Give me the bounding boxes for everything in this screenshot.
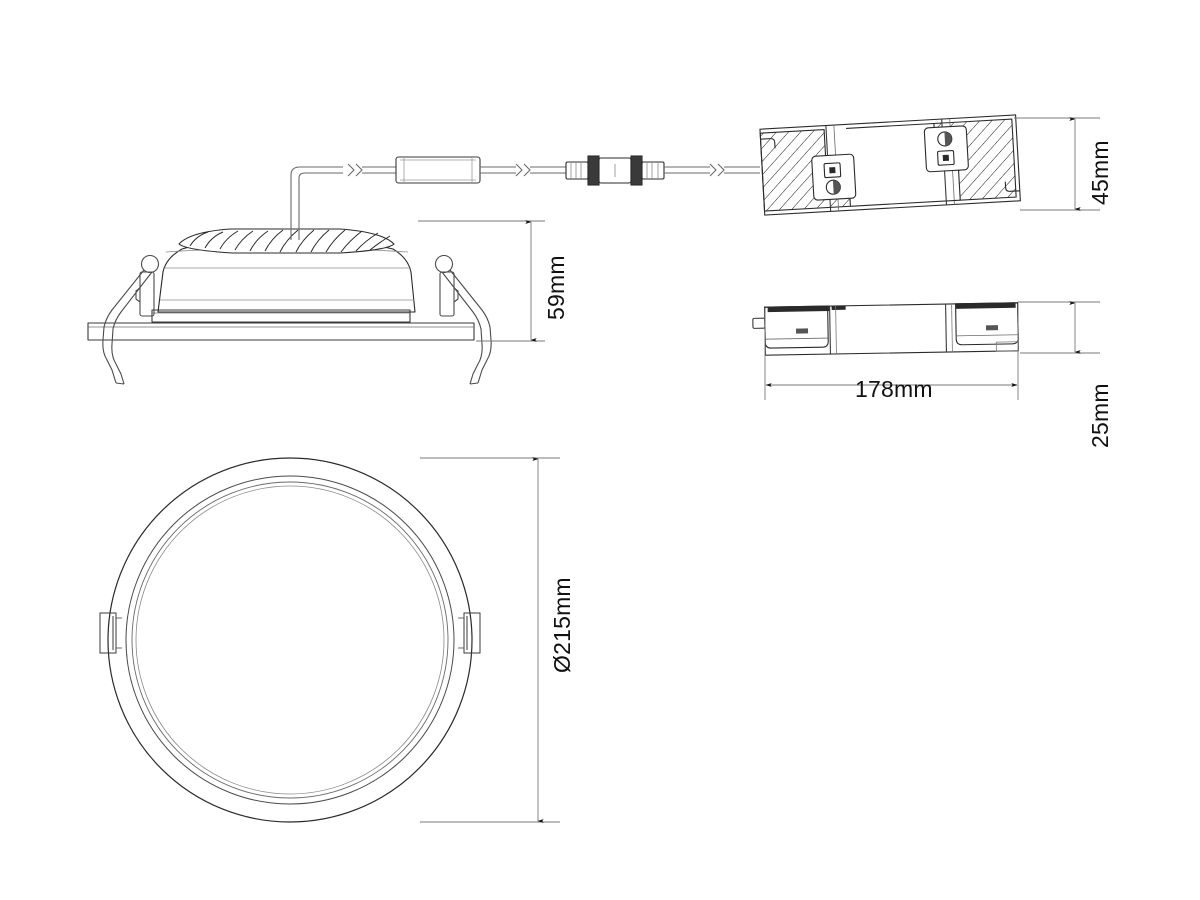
cable-segment-left: [362, 166, 396, 174]
mount-tab-right: [458, 612, 481, 654]
dimension-label-45mm: 45mm: [1087, 140, 1113, 205]
cable-riser: [290, 166, 343, 240]
quick-connect-coupler: [565, 155, 665, 186]
cable-segment-to-connector: [530, 166, 566, 174]
cable-assembly: [290, 155, 760, 240]
cable-segment-mid: [480, 166, 516, 174]
cable-break-symbols: [347, 163, 725, 177]
dimension-label-25mm: 25mm: [1087, 383, 1113, 448]
dimension-driver-depth-25: [1018, 301, 1100, 354]
dimension-label-59mm: 59mm: [543, 255, 569, 320]
downlight-side-section-view: [87, 228, 492, 385]
dimension-driver-height-45: [1014, 117, 1100, 211]
dimension-label-178mm: 178mm: [855, 376, 933, 402]
spring-clip-left: [102, 254, 160, 385]
ceiling-plate: [87, 322, 475, 341]
dimension-label-diameter-215mm: Ø215mm: [549, 577, 575, 673]
cable-segment-right: [664, 166, 710, 174]
driver-side-view: [752, 302, 1019, 356]
mount-tab-left: [99, 612, 122, 654]
spring-clip-right: [434, 254, 492, 385]
downlight-plan-view: [99, 457, 481, 823]
driver-terminal-left: [811, 153, 857, 201]
dimension-driver-length-178: [764, 304, 1019, 400]
inline-ferrite-block: [395, 156, 481, 184]
driver-terminal-right: [923, 125, 969, 173]
driver-top-view: [759, 114, 1021, 216]
cable-segment-to-driver: [724, 166, 760, 174]
dimension-height-59: [418, 220, 545, 342]
heatsink-fin-cap: [178, 228, 395, 254]
dimension-diameter-215: [420, 457, 560, 823]
